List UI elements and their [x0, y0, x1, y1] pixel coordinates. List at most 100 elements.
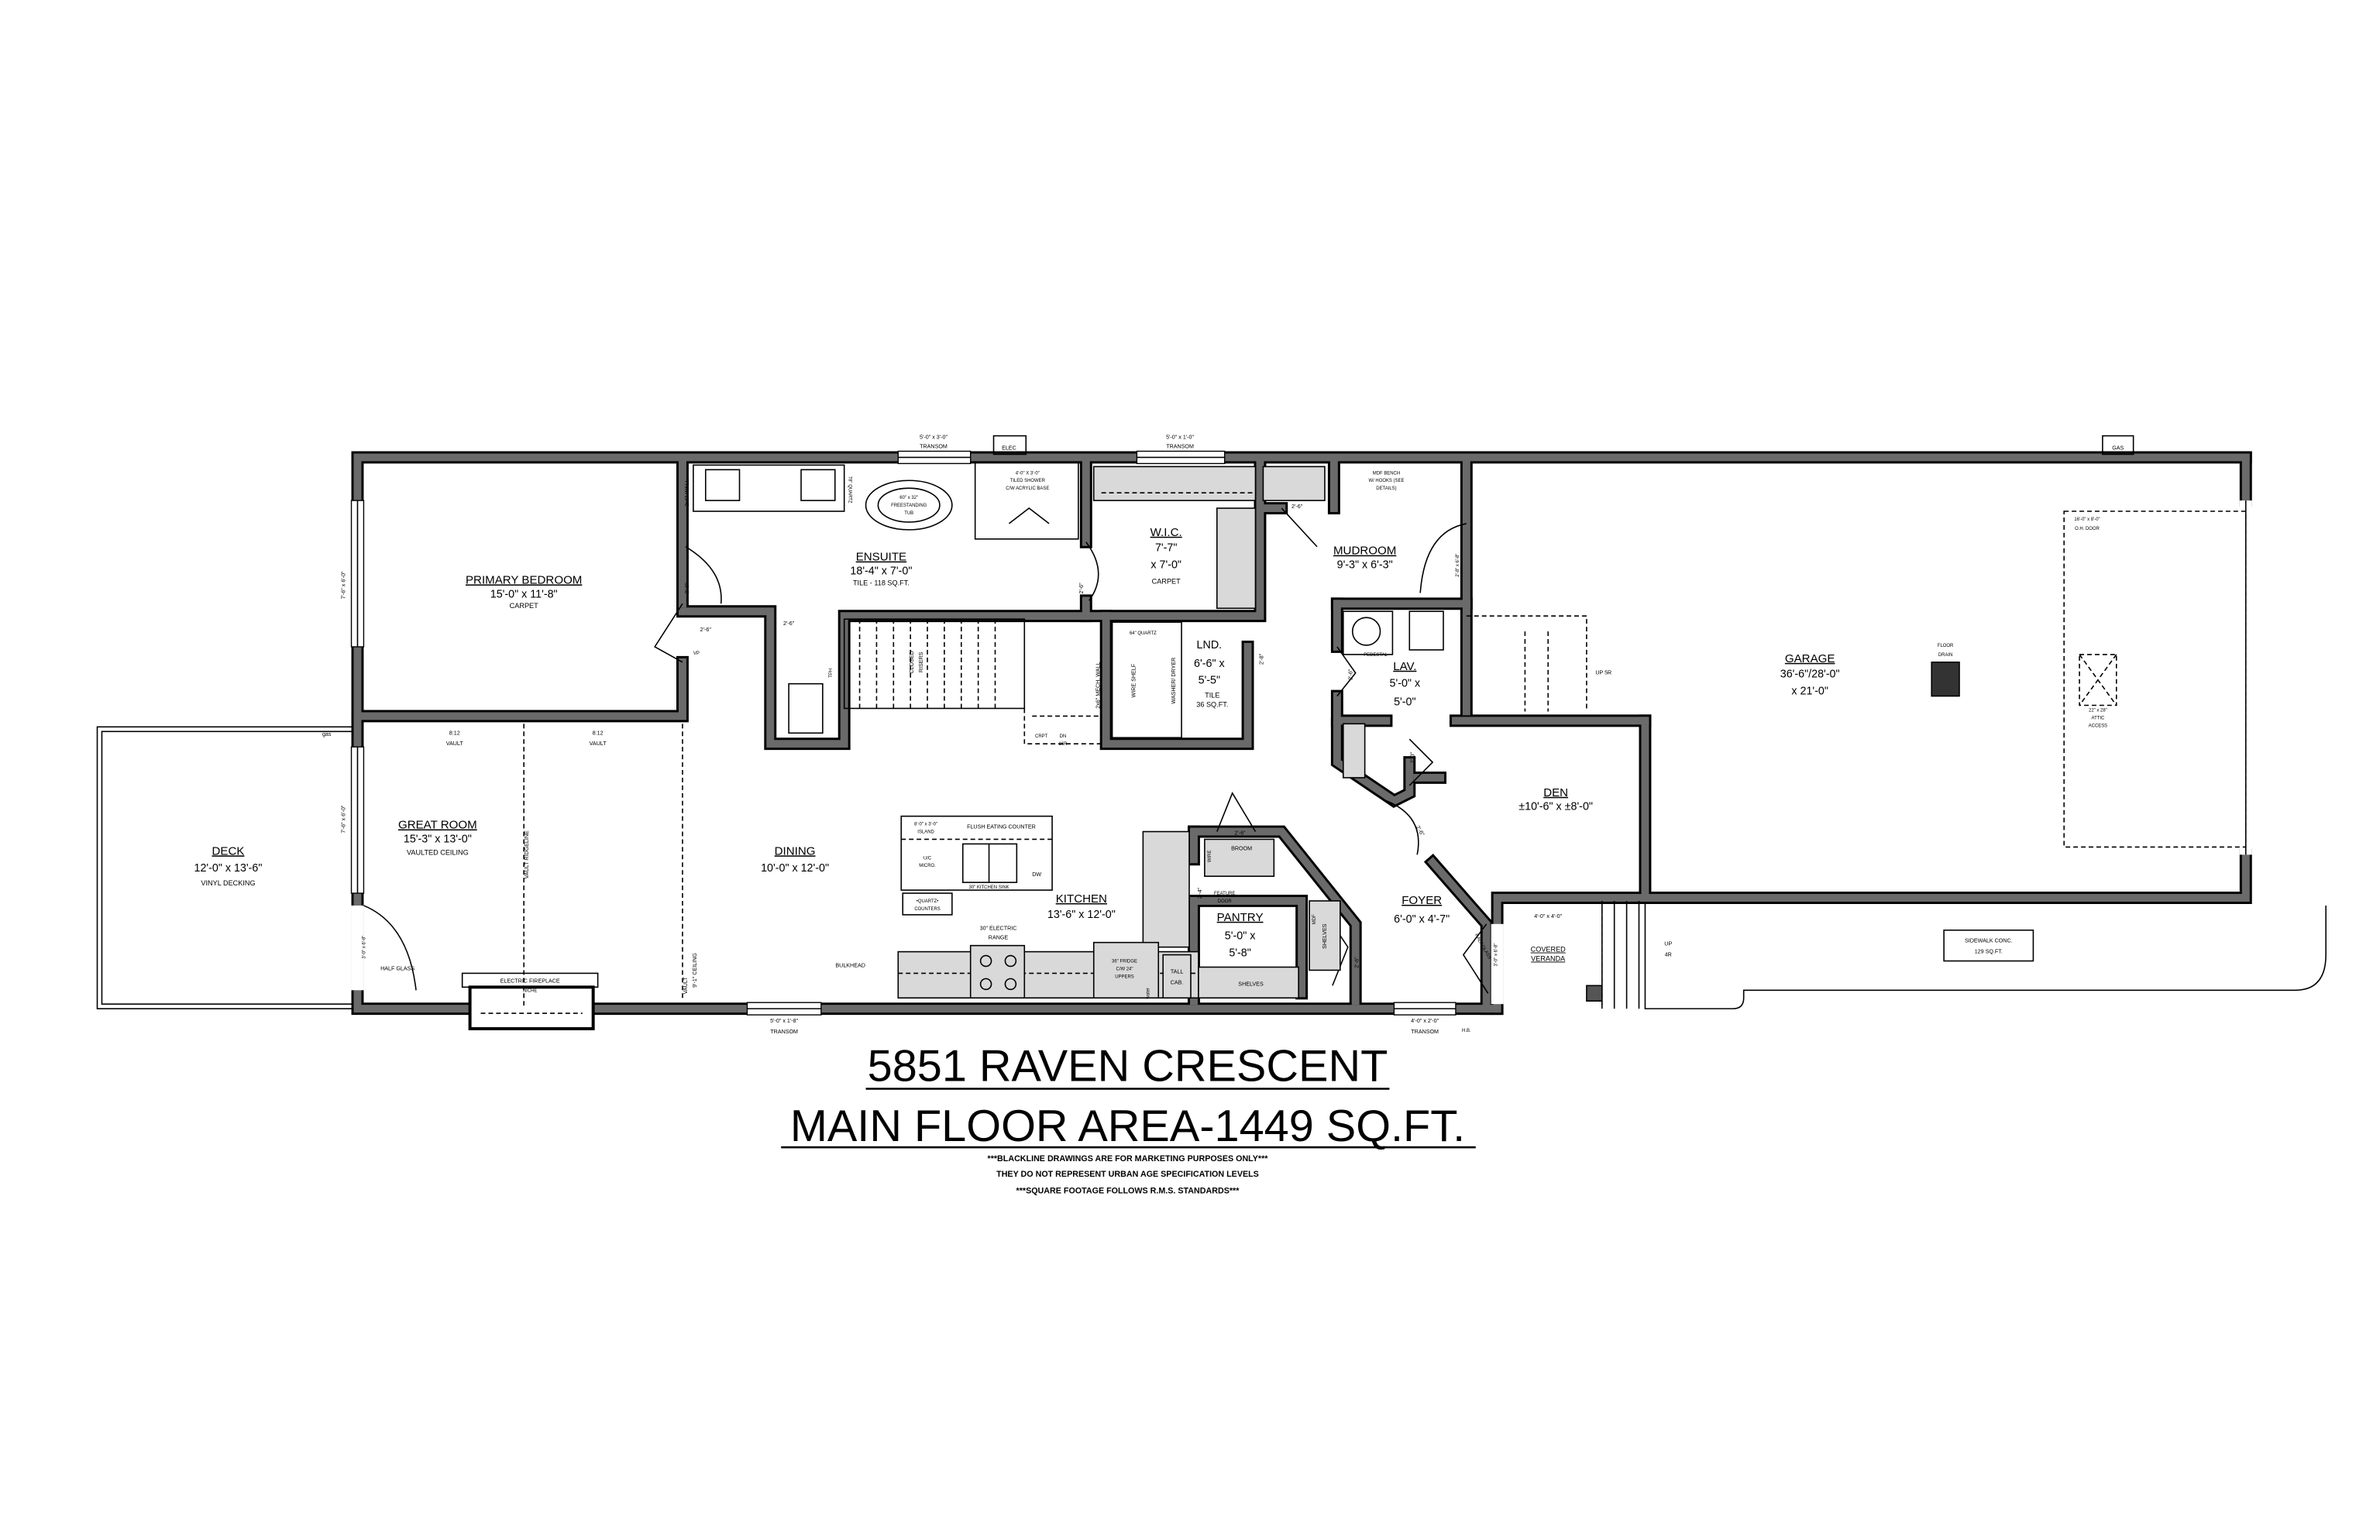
room-name-den: DEN	[1543, 786, 1568, 799]
mdf-label: MDF	[1312, 914, 1317, 924]
kitchen-sink-icon	[961, 843, 1018, 883]
mdf-bench-label: DETAILS)	[1376, 486, 1396, 491]
shower-label: 4'-0" X 3'-0"	[1016, 471, 1040, 476]
kitchen-island	[900, 815, 1053, 891]
door-size-label: 2'-6"	[1078, 583, 1085, 594]
room-size-wic-1: 7'-7"	[1155, 542, 1177, 555]
walls-fill	[357, 457, 2245, 1009]
floor-drain-label: FLOOR	[1938, 644, 1954, 648]
mdf-bench-label: MDF BENCH	[1373, 471, 1400, 476]
door-size-label: 2'-6"	[1235, 830, 1247, 836]
pedestal-label: PEDESTAL	[1364, 653, 1388, 658]
room-size-dining: 10'-0" x 12'-0"	[761, 862, 829, 875]
room-size-den: ±10'-6" x ±8'-0"	[1518, 801, 1593, 813]
room-finish-ensuite: TILE - 118 SQ.FT.	[853, 579, 910, 586]
door-size-label: 2'-4"	[1197, 887, 1203, 899]
feature-door-label: DOOR	[1218, 899, 1233, 904]
room-name-veranda-2: VERANDA	[1531, 955, 1566, 963]
niche-label: NICHE	[523, 988, 538, 993]
mud-door-label: 2'-8" x 6'-8"	[1456, 554, 1460, 577]
up-4r-label: 4R	[1665, 952, 1672, 958]
shower-icon	[974, 461, 1079, 540]
windows	[350, 450, 2252, 1016]
up-5r-label: UP 5R	[1595, 670, 1611, 676]
shelves-label: SHELVES	[1322, 923, 1328, 949]
room-size-kitchen: 13'-6" x 12'-0"	[1047, 909, 1116, 921]
room-size-primary-bedroom: 15'-0" x 11'-8"	[490, 588, 558, 600]
room-size-lav-2: 5'-0"	[1394, 696, 1415, 709]
vault-label: VAULT	[590, 741, 607, 747]
vp-label: VP	[693, 651, 700, 656]
range-label: RANGE	[989, 935, 1009, 941]
fireplace-label: ELECTRIC FIREPLACE	[500, 978, 560, 984]
vault-label: 8:12	[449, 730, 460, 736]
flush-counter-label: FLUSH EATING COUNTER	[967, 824, 1036, 830]
vault-ridgeline-label: VAULT RIDGELINE	[524, 830, 530, 879]
transom-label: TRANSOM	[1411, 1029, 1439, 1035]
shower-label: TILED SHOWER	[1010, 479, 1046, 483]
door-size-label: 2'-6"	[1354, 957, 1360, 968]
room-name-mudroom: MUDROOM	[1333, 545, 1396, 558]
elec-label: ELEC	[1002, 445, 1016, 451]
room-name-primary-bedroom: PRIMARY BEDROOM	[466, 573, 582, 586]
door-size-label: 2'-0"	[1409, 752, 1415, 764]
wall-label: 2x6" WALL	[684, 480, 690, 507]
door-size-label: 2'-8"	[1258, 653, 1264, 665]
door-size-label: 2'-6"	[1415, 824, 1426, 837]
vault-ceiling-label: 9'-1" CEILING	[692, 953, 698, 988]
note-line: ***SQUARE FOOTAGE FOLLOWS R.M.S. STANDAR…	[1016, 1187, 1240, 1196]
range-icon	[969, 944, 1026, 999]
note-line: THEY DO NOT REPRESENT URBAN AGE SPECIFIC…	[996, 1170, 1259, 1179]
range-label: 30" ELECTRIC	[980, 926, 1017, 932]
title-block: 5851 RAVEN CRESCENT MAIN FLOOR AREA-1449…	[781, 1042, 1476, 1196]
transom-label: 5'-0" x 1'-0"	[1166, 435, 1194, 441]
annotations: 5'-0" x 3'-0" TRANSOM 5'-0" x 1'-0" TRAN…	[322, 435, 2124, 1035]
floor-drain-label: DRAIN	[1938, 653, 1953, 658]
transom-label: TRANSOM	[1166, 444, 1194, 450]
room-name-foyer: FOYER	[1402, 894, 1442, 907]
tub-label: FREESTANDING	[891, 504, 927, 508]
sidewalk-outline	[1644, 898, 2327, 1009]
broom-label: BROOM	[1231, 845, 1252, 851]
transom-label: 4'-0" x 2'-0"	[1411, 1018, 1439, 1024]
micro-label: U/C	[923, 856, 932, 861]
stairs-dn-label: DN	[1060, 734, 1067, 739]
attic-label: ACCESS	[2089, 724, 2108, 728]
room-size-ensuite: 18'-4" x 7'-0"	[850, 565, 912, 578]
door-size-label: 2'-6"	[1291, 504, 1303, 510]
attic-label: 22" x 28"	[2089, 708, 2107, 713]
room-labels: PRIMARY BEDROOM 15'-0" x 11'-8" CARPET E…	[194, 526, 1840, 963]
hose-bib-label: H.B.	[1462, 1029, 1471, 1033]
sink-icon	[704, 469, 741, 501]
address-title: 5851 RAVEN CRESCENT	[868, 1042, 1388, 1091]
room-name-veranda-1: COVERED	[1531, 946, 1567, 954]
wire-shelf-label: WIRE SHELF	[1130, 663, 1137, 697]
veranda-size: 4'-0" x 4'-0"	[1534, 913, 1562, 920]
mdf-bench-label: W/ HOOKS (SEE	[1368, 479, 1404, 483]
quartz-label: COUNTERS	[914, 907, 940, 912]
door-size-label: 2'-6"	[700, 627, 712, 633]
stairs-dn-label: 16R	[1059, 742, 1068, 747]
fridge	[1092, 941, 1160, 999]
room-name-wic: W.I.C.	[1150, 526, 1182, 539]
door-size-label: 2'-6"	[783, 620, 795, 627]
room-finish-great-room: VAULTED CEILING	[407, 848, 469, 856]
vault-ceiling-label: VAULT	[683, 977, 689, 995]
room-size-foyer: 6'-0" x 4'-7"	[1394, 913, 1450, 926]
room-finish-laundry-2: 36 SQ.FT.	[1196, 700, 1228, 708]
half-glass-label: HALF GLASS	[380, 965, 414, 971]
vanity-quartz-label: 78" QUARTZ	[848, 476, 852, 504]
tall-cab-label: TALL	[1171, 968, 1184, 975]
room-name-deck: DECK	[212, 844, 245, 858]
washer-dryer-label: WASHER/ DRYER	[1171, 658, 1177, 704]
feature-door-label: FEATURE	[1214, 892, 1235, 896]
floor-drain-icon	[1931, 662, 1960, 697]
crpt-label: CRPT	[1035, 734, 1048, 739]
shower-label: C/W ACRYLIC BASE	[1006, 486, 1049, 491]
island-label: ISLAND	[917, 830, 934, 835]
room-finish-laundry-1: TILE	[1205, 692, 1219, 700]
micro-label: MICRO.	[919, 864, 936, 868]
vault-label: 8:12	[593, 730, 604, 736]
island-label: 8'-0" x 3'-0"	[914, 823, 937, 827]
